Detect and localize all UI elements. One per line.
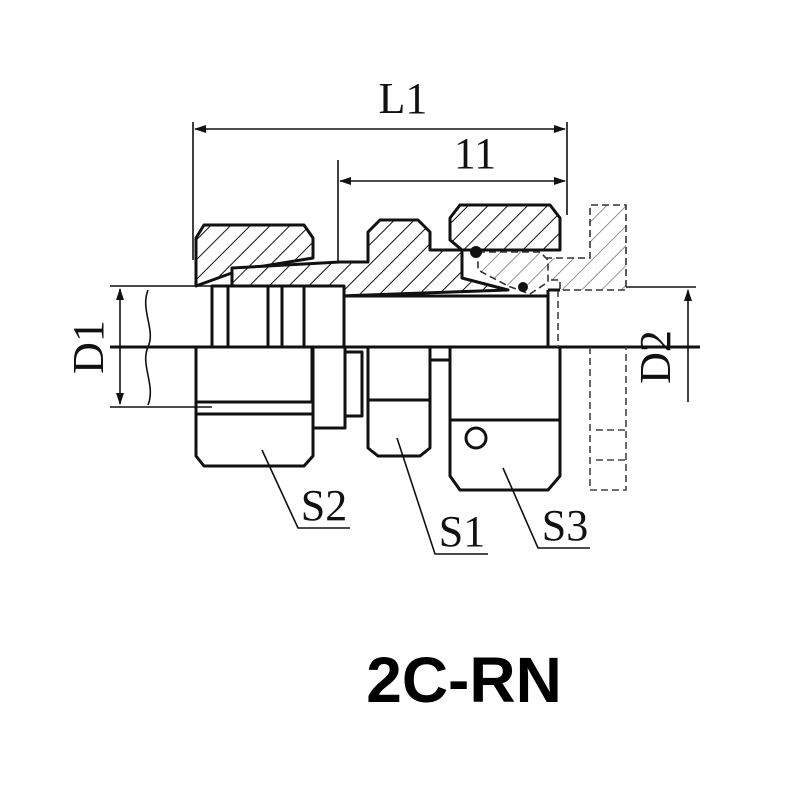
l1-label: L1 — [379, 74, 428, 123]
s3-label: S3 — [542, 501, 588, 550]
11-label: 11 — [454, 129, 496, 178]
s2-label: S2 — [301, 481, 347, 530]
d1-break-line — [144, 289, 152, 406]
cutting-ring — [477, 251, 549, 295]
nut-s2-lower-flat — [194, 402, 315, 468]
nut-s3-section — [448, 203, 562, 252]
nut-s2-section — [194, 223, 315, 288]
dimension-d2: D2 — [560, 286, 696, 402]
o-ring-upper — [470, 246, 482, 258]
section-view-upper — [194, 203, 562, 349]
d2-label: D2 — [631, 330, 680, 384]
leader-s3: S3 — [502, 467, 590, 550]
lock-hole — [464, 426, 488, 450]
o-ring-lower — [518, 282, 528, 292]
dimension-l1: L1 — [192, 74, 568, 260]
part-title: 2C-RN — [366, 644, 562, 716]
port-body-lower — [589, 347, 627, 491]
d1-label: D1 — [64, 320, 113, 374]
neck — [311, 347, 347, 430]
s1-label: S1 — [439, 507, 485, 556]
nut-s3 — [448, 347, 562, 492]
nut-s2-upper-flat — [194, 347, 314, 404]
through-bore — [342, 294, 550, 349]
hex-s1 — [366, 347, 432, 458]
dimension-11: 11 — [337, 129, 566, 265]
left-bore — [210, 284, 346, 349]
exterior-view-lower — [194, 347, 562, 492]
leader-s2: S2 — [261, 449, 350, 530]
leader-s1: S1 — [396, 437, 488, 556]
